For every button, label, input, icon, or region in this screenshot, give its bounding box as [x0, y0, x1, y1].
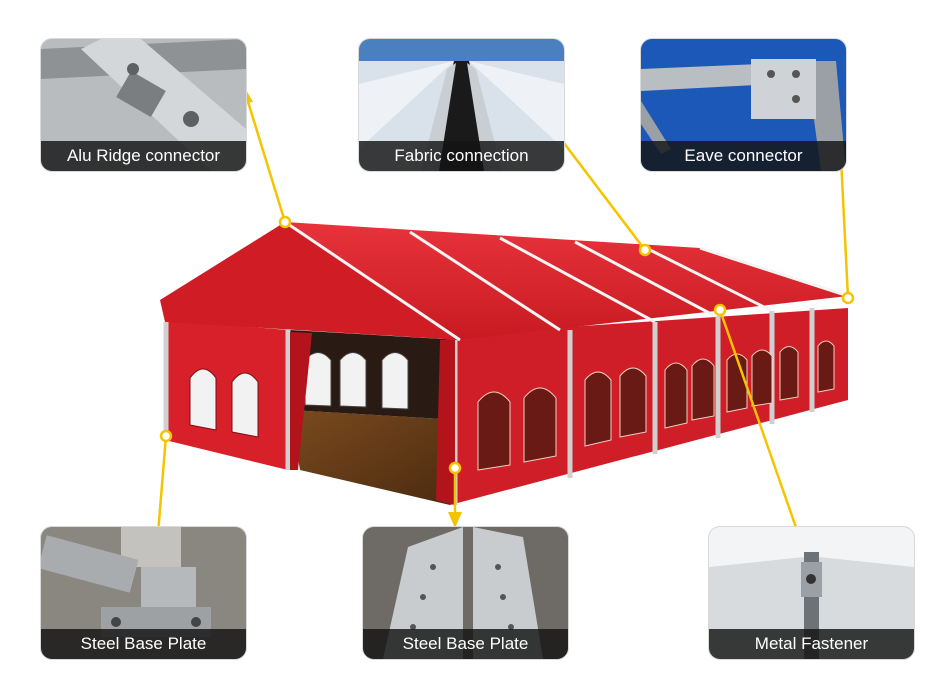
callout-eave: Eave connector [640, 38, 847, 172]
window-group-side [477, 340, 835, 471]
callout-anchor-dots [159, 215, 855, 475]
window-group-gable [189, 368, 259, 438]
callout-label: Metal Fastener [709, 629, 914, 659]
interior-wall [290, 330, 460, 420]
callout-base-plate-left: Steel Base Plate [40, 526, 247, 660]
callout-label: Steel Base Plate [363, 629, 568, 659]
gable-wall [165, 320, 288, 470]
wooden-floor [290, 410, 460, 505]
callout-alu-ridge: Alu Ridge connector [40, 38, 247, 172]
roof-seams [284, 220, 849, 342]
callout-label: Fabric connection [359, 141, 564, 171]
callout-label: Eave connector [641, 141, 846, 171]
callout-label: Alu Ridge connector [41, 141, 246, 171]
callout-fabric: Fabric connection [358, 38, 565, 172]
callout-fastener: Metal Fastener [708, 526, 915, 660]
curtains [290, 332, 455, 505]
callout-label: Steel Base Plate [41, 629, 246, 659]
arrow-icon [448, 512, 462, 528]
callout-base-plate-center: Steel Base Plate [362, 526, 569, 660]
gable-roof [160, 222, 460, 340]
tent-illustration [160, 220, 849, 505]
window-group-interior [304, 352, 409, 410]
